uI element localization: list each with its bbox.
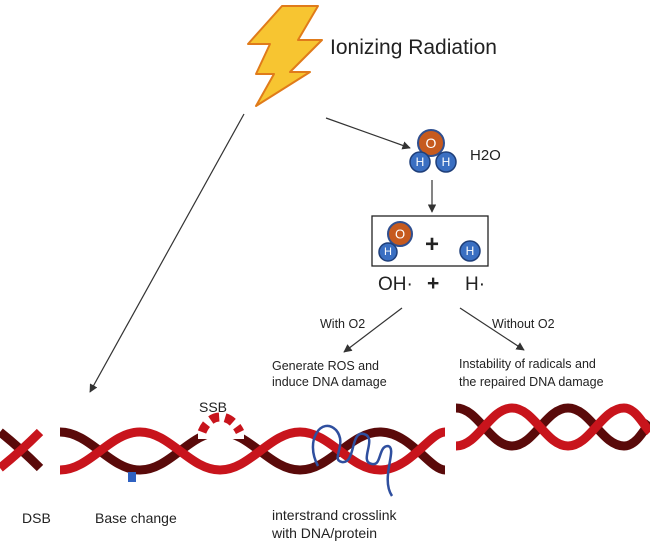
product-h-radical: H·: [465, 274, 485, 295]
lightning-bolt-icon: [247, 5, 323, 107]
arrow-with-o2: [343, 307, 403, 353]
dna-main-helix: [59, 405, 446, 497]
hydrogen-symbol-left: H: [416, 155, 425, 169]
oh-hydrogen-symbol: H: [384, 246, 392, 258]
oh-oxygen-symbol: O: [395, 227, 405, 242]
free-hydrogen-symbol: H: [466, 244, 475, 258]
radicals-box: [371, 215, 489, 267]
hydrogen-atom-right: [435, 151, 457, 173]
hydrogen-atom-left: [409, 151, 431, 173]
dsb-label: DSB: [22, 510, 51, 526]
with-o2-label: With O2: [320, 317, 365, 331]
without-o2-result-line1: Instability of radicals and: [459, 357, 596, 371]
ssb-label: SSB: [199, 399, 227, 415]
water-molecule: O H H: [409, 129, 457, 173]
without-o2-result-line2: the repaired DNA damage: [459, 375, 604, 389]
dna-dsb-fragment: [0, 428, 44, 472]
dna-repaired-helix: [455, 403, 650, 451]
crosslink-label-line2: with DNA/protein: [271, 525, 377, 541]
protein-crosslink-coil: [311, 424, 394, 497]
dna-strand-red: [59, 427, 446, 475]
oh-hydrogen-atom: [378, 242, 398, 262]
oh-oxygen-atom: [387, 221, 413, 247]
arrow-radiation-to-water: [325, 117, 411, 150]
product-oh-radical: OH·: [378, 274, 413, 295]
ssb-broken-strand: [197, 412, 245, 435]
with-o2-result-line1: Generate ROS and: [272, 359, 379, 373]
free-hydrogen-atom: [459, 240, 481, 262]
crosslink-label-line1: interstrand crosslink: [272, 507, 397, 523]
arrow-without-o2: [459, 307, 525, 351]
without-o2-label: Without O2: [492, 317, 555, 331]
product-plus-sign: +: [427, 272, 439, 295]
base-change-marker: [128, 472, 136, 482]
oxygen-atom: [417, 129, 445, 157]
diagram-title: Ionizing Radiation: [330, 36, 497, 59]
hydrogen-symbol-right: H: [442, 155, 451, 169]
water-label: H2O: [470, 147, 501, 164]
oxygen-symbol: O: [426, 135, 437, 151]
with-o2-result-line2: induce DNA damage: [272, 375, 387, 389]
base-change-label: Base change: [95, 510, 177, 526]
box-plus-sign: +: [425, 231, 439, 258]
arrow-radiation-to-dna: [89, 113, 245, 393]
